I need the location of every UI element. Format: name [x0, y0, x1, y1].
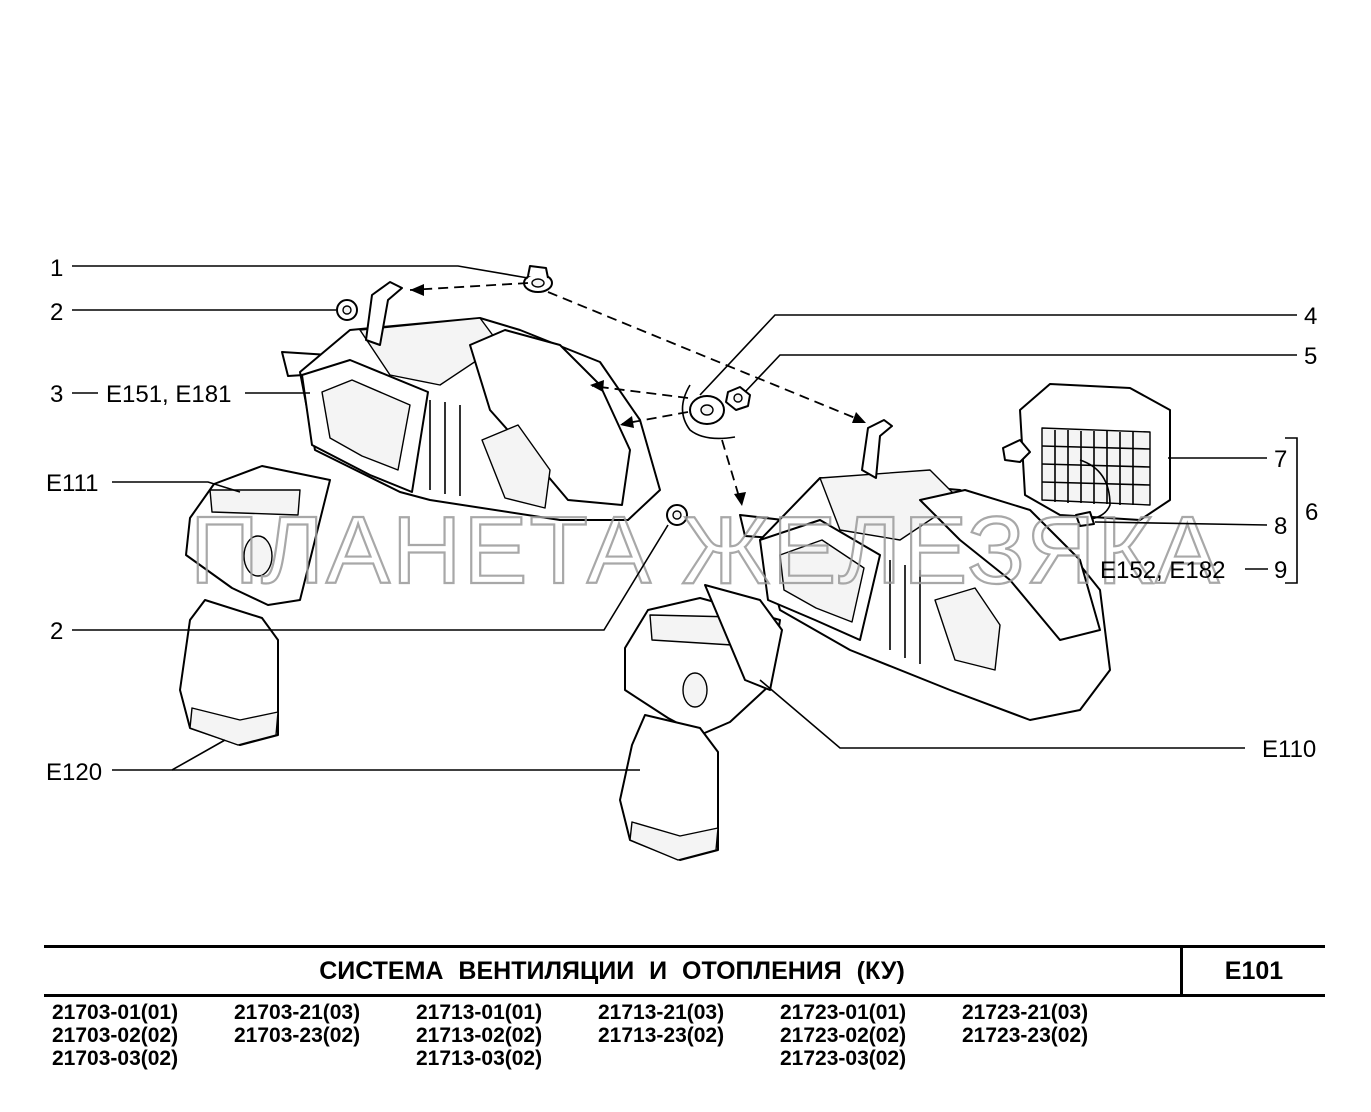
model-code: 21713-03(02)	[416, 1047, 543, 1070]
parts-diagram: ПЛАНЕТА ЖЕЛЕЗЯКА 1 2 3 E151, E181 E111 2…	[46, 255, 1318, 861]
model-code: 21723-03(02)	[780, 1047, 907, 1070]
callout-4: 4	[1304, 303, 1317, 330]
heater-unit-right	[739, 419, 1111, 721]
nut-part-2-upper	[336, 299, 358, 321]
model-code: 21713-21(03)	[598, 1001, 725, 1024]
title-row: СИСТЕМА ВЕНТИЛЯЦИИ И ОТОПЛЕНИЯ (КУ) E101	[44, 948, 1325, 997]
model-code: 21723-02(02)	[780, 1024, 907, 1047]
callout-2-lower: 2	[50, 618, 63, 645]
title-block: СИСТЕМА ВЕНТИЛЯЦИИ И ОТОПЛЕНИЯ (КУ) E101…	[44, 945, 1325, 1070]
duct-e120-right	[619, 714, 719, 861]
callout-7: 7	[1274, 446, 1287, 473]
callout-2-upper: 2	[50, 299, 63, 326]
callout-6: 6	[1305, 499, 1318, 526]
duct-e120-left	[179, 599, 279, 746]
model-code: 21703-23(02)	[234, 1024, 361, 1047]
duct-e111-left	[185, 465, 331, 606]
callout-9: 9	[1274, 557, 1287, 584]
diagram-title: СИСТЕМА ВЕНТИЛЯЦИИ И ОТОПЛЕНИЯ (КУ)	[44, 948, 1183, 994]
watermark: ПЛАНЕТА ЖЕЛЕЗЯКА	[190, 497, 1221, 604]
model-code: 21723-01(01)	[780, 1001, 907, 1024]
heater-unit-left	[281, 281, 661, 521]
model-code: 21703-01(01)	[52, 1001, 179, 1024]
callout-9-reference: E152, E182	[1100, 557, 1225, 584]
model-code: 21703-02(02)	[52, 1024, 179, 1047]
model-list: 21703-01(01) 21703-02(02) 21703-03(02) 2…	[44, 997, 1325, 1070]
duct-e110-right	[624, 584, 783, 736]
model-column: 21723-01(01) 21723-02(02) 21723-03(02)	[780, 1001, 962, 1070]
nut-part-5	[725, 386, 751, 411]
callout-5: 5	[1304, 343, 1317, 370]
leader-lines	[72, 265, 1298, 771]
callout-3-reference: E151, E181	[106, 381, 231, 408]
model-column: 21713-21(03) 21713-23(02)	[598, 1001, 780, 1070]
clamp-part-1	[523, 265, 553, 293]
nut-part-2-lower	[666, 504, 688, 526]
model-code: 21723-23(02)	[962, 1024, 1089, 1047]
evaporator-part-7	[1002, 383, 1171, 527]
model-code: 21703-03(02)	[52, 1047, 179, 1070]
model-column: 21703-01(01) 21703-02(02) 21703-03(02)	[52, 1001, 234, 1070]
model-column: 21723-21(03) 21723-23(02)	[962, 1001, 1144, 1070]
model-column: 21713-01(01) 21713-02(02) 21713-03(02)	[416, 1001, 598, 1070]
model-code: 21723-21(03)	[962, 1001, 1089, 1024]
callout-3: 3	[50, 381, 63, 408]
callout-1: 1	[50, 255, 63, 282]
washer-part-4	[689, 395, 725, 425]
diagram-code: E101	[1224, 957, 1284, 985]
model-code: 21713-01(01)	[416, 1001, 543, 1024]
callout-e110: E110	[1262, 736, 1316, 763]
model-code: 21713-02(02)	[416, 1024, 543, 1047]
arc-bracket	[681, 384, 736, 440]
model-column: 21703-21(03) 21703-23(02)	[234, 1001, 416, 1070]
callout-e120: E120	[46, 759, 102, 786]
assembly-arrows	[409, 282, 866, 506]
callout-8: 8	[1274, 513, 1287, 540]
model-code: 21703-21(03)	[234, 1001, 361, 1024]
callout-e111: E111	[46, 470, 99, 497]
callout-labels: 1 2 3 E151, E181 E111 2 E120 4 5 7 6 8 E…	[46, 255, 1318, 786]
model-code: 21713-23(02)	[598, 1024, 725, 1047]
